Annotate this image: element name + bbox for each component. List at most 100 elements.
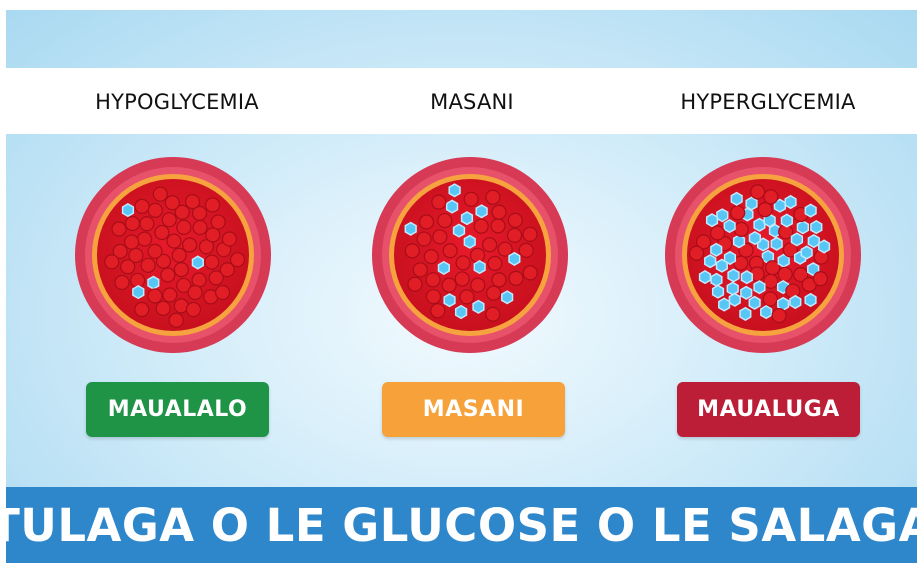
glucose-molecule-icon [711,284,725,299]
red-blood-cell-icon [733,255,749,271]
red-blood-cell-icon [114,274,130,291]
red-blood-cell-icon [485,285,502,301]
red-blood-cell-icon [219,262,235,278]
red-blood-cell-icon [160,267,176,283]
red-blood-cell-icon [205,227,221,243]
red-blood-cell-icon [812,271,829,287]
red-blood-cell-icon [459,289,475,305]
glucose-molecule-icon [443,293,456,308]
red-blood-cell-icon [104,254,120,270]
status-badge-low: MAUALALO [86,382,269,437]
red-blood-cell-icon [181,237,198,253]
red-blood-cell-icon [412,262,428,278]
red-blood-cell-icon [425,288,442,305]
glucose-molecule-icon [718,297,731,312]
red-blood-cell-icon [455,255,471,271]
red-blood-cell-icon [155,300,171,316]
red-blood-cell-icon [463,191,479,207]
glucose-molecule-icon [740,285,753,300]
glucose-molecule-icon [748,231,762,246]
red-blood-cell-icon [454,271,470,287]
red-blood-cell-icon [423,249,439,265]
red-blood-cell-icon [214,284,231,301]
blood-vessel-high-glucose [663,155,863,355]
glucose-molecule-icon [723,250,737,266]
red-blood-cell-icon [210,214,226,230]
glucose-molecule-icon [817,239,831,254]
red-blood-cell-icon [765,260,781,276]
red-blood-cell-icon [518,242,534,258]
glucose-molecule-icon [454,304,468,320]
glucose-molecule-icon [753,217,766,232]
red-blood-cell-icon [192,219,208,236]
red-blood-cell-icon [154,224,170,241]
glucose-molecule-icon [704,254,717,269]
red-blood-cell-icon [442,243,458,259]
glucose-molecule-icon [452,223,466,238]
status-badge-high: MAUALUGA [677,382,860,437]
red-blood-cell-icon [507,212,523,228]
red-blood-cell-icon [204,197,221,213]
glucose-molecule-icon [404,221,417,236]
vessel-high-diagram [665,157,861,353]
red-blood-cell-icon [730,205,746,221]
red-blood-cell-icon [171,247,187,263]
red-blood-cell-icon [204,254,220,270]
red-blood-cell-icon [430,303,446,319]
red-blood-cell-icon [497,241,513,257]
red-blood-cell-icon [522,265,538,281]
red-blood-cell-icon [176,219,192,235]
header-band [6,68,917,134]
red-blood-cell-icon [757,202,773,218]
red-blood-cell-icon [134,301,150,318]
glucose-molecule-icon [147,275,160,290]
red-blood-cell-icon [120,259,136,275]
red-blood-cell-icon [155,253,172,269]
red-blood-cell-icon [482,237,498,253]
red-blood-cell-icon [198,239,215,255]
glucose-molecule-icon [807,234,820,249]
footer-banner: TULAGA O LE GLUCOSE O LE SALAGA [0,487,923,563]
red-blood-cell-icon [771,308,787,324]
glucose-molecule-icon [804,292,817,308]
header-hypoglycemia: HYPOGLYCEMIA [95,90,259,114]
red-blood-cell-icon [185,301,202,318]
glucose-molecule-icon [732,234,746,249]
glucose-molecule-icon [715,258,728,273]
glucose-molecule-icon [784,194,797,210]
red-blood-cell-icon [738,242,754,258]
red-blood-cell-icon [152,186,168,202]
red-blood-cell-icon [485,189,501,205]
red-blood-cell-icon [777,266,793,282]
glucose-molecule-icon [448,183,461,198]
red-blood-cell-icon [134,198,150,214]
red-blood-cell-icon [111,221,127,237]
red-blood-cell-icon [162,287,178,303]
vessel-normal-diagram [372,157,568,353]
footer-title: TULAGA O LE GLUCOSE O LE SALAGA [0,498,923,552]
red-blood-cell-icon [469,247,486,263]
glucose-molecule-icon [780,213,793,228]
red-blood-cell-icon [522,226,538,242]
red-blood-cell-icon [128,247,144,264]
red-blood-cell-icon [709,225,726,241]
glucose-molecule-icon [796,220,810,235]
red-blood-cell-icon [164,195,180,211]
glucose-molecule-icon [810,220,823,235]
glucose-molecule-icon [710,272,723,287]
red-blood-cell-icon [470,277,486,293]
glucose-molecule-icon [705,213,719,228]
glucose-molecule-icon [723,219,736,234]
red-blood-cell-icon [147,243,163,259]
red-blood-cell-icon [508,270,524,286]
glucose-molecule-icon [790,232,804,247]
red-blood-cell-icon [124,215,141,232]
glucose-molecule-icon [726,281,739,296]
red-blood-cell-icon [174,204,190,220]
glucose-molecule-icon [475,204,488,219]
red-blood-cell-icon [147,288,163,304]
red-blood-cell-icon [491,204,507,220]
red-blood-cell-icon [490,218,506,234]
red-blood-cell-icon [487,255,503,272]
glucose-molecule-icon [445,199,459,214]
